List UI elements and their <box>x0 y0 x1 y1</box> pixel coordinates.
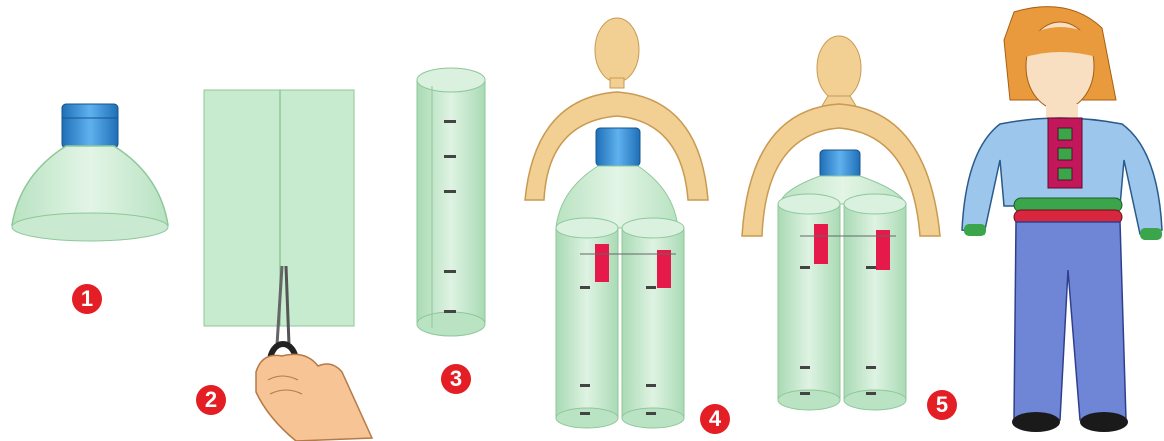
rolled-tube-icon <box>417 68 485 336</box>
step-4-badge: 4 <box>700 404 730 434</box>
bottle-top-icon <box>12 104 168 241</box>
step-1-badge: 1 <box>72 284 102 314</box>
finished-doll-icon <box>962 7 1162 432</box>
hand-icon <box>256 354 372 441</box>
step-2-badge: 2 <box>196 385 226 415</box>
step-5-badge: 5 <box>927 390 957 420</box>
doll-frame-assembled-icon <box>742 36 940 410</box>
doll-frame-icon <box>525 18 708 428</box>
step-3-badge: 3 <box>441 364 471 394</box>
